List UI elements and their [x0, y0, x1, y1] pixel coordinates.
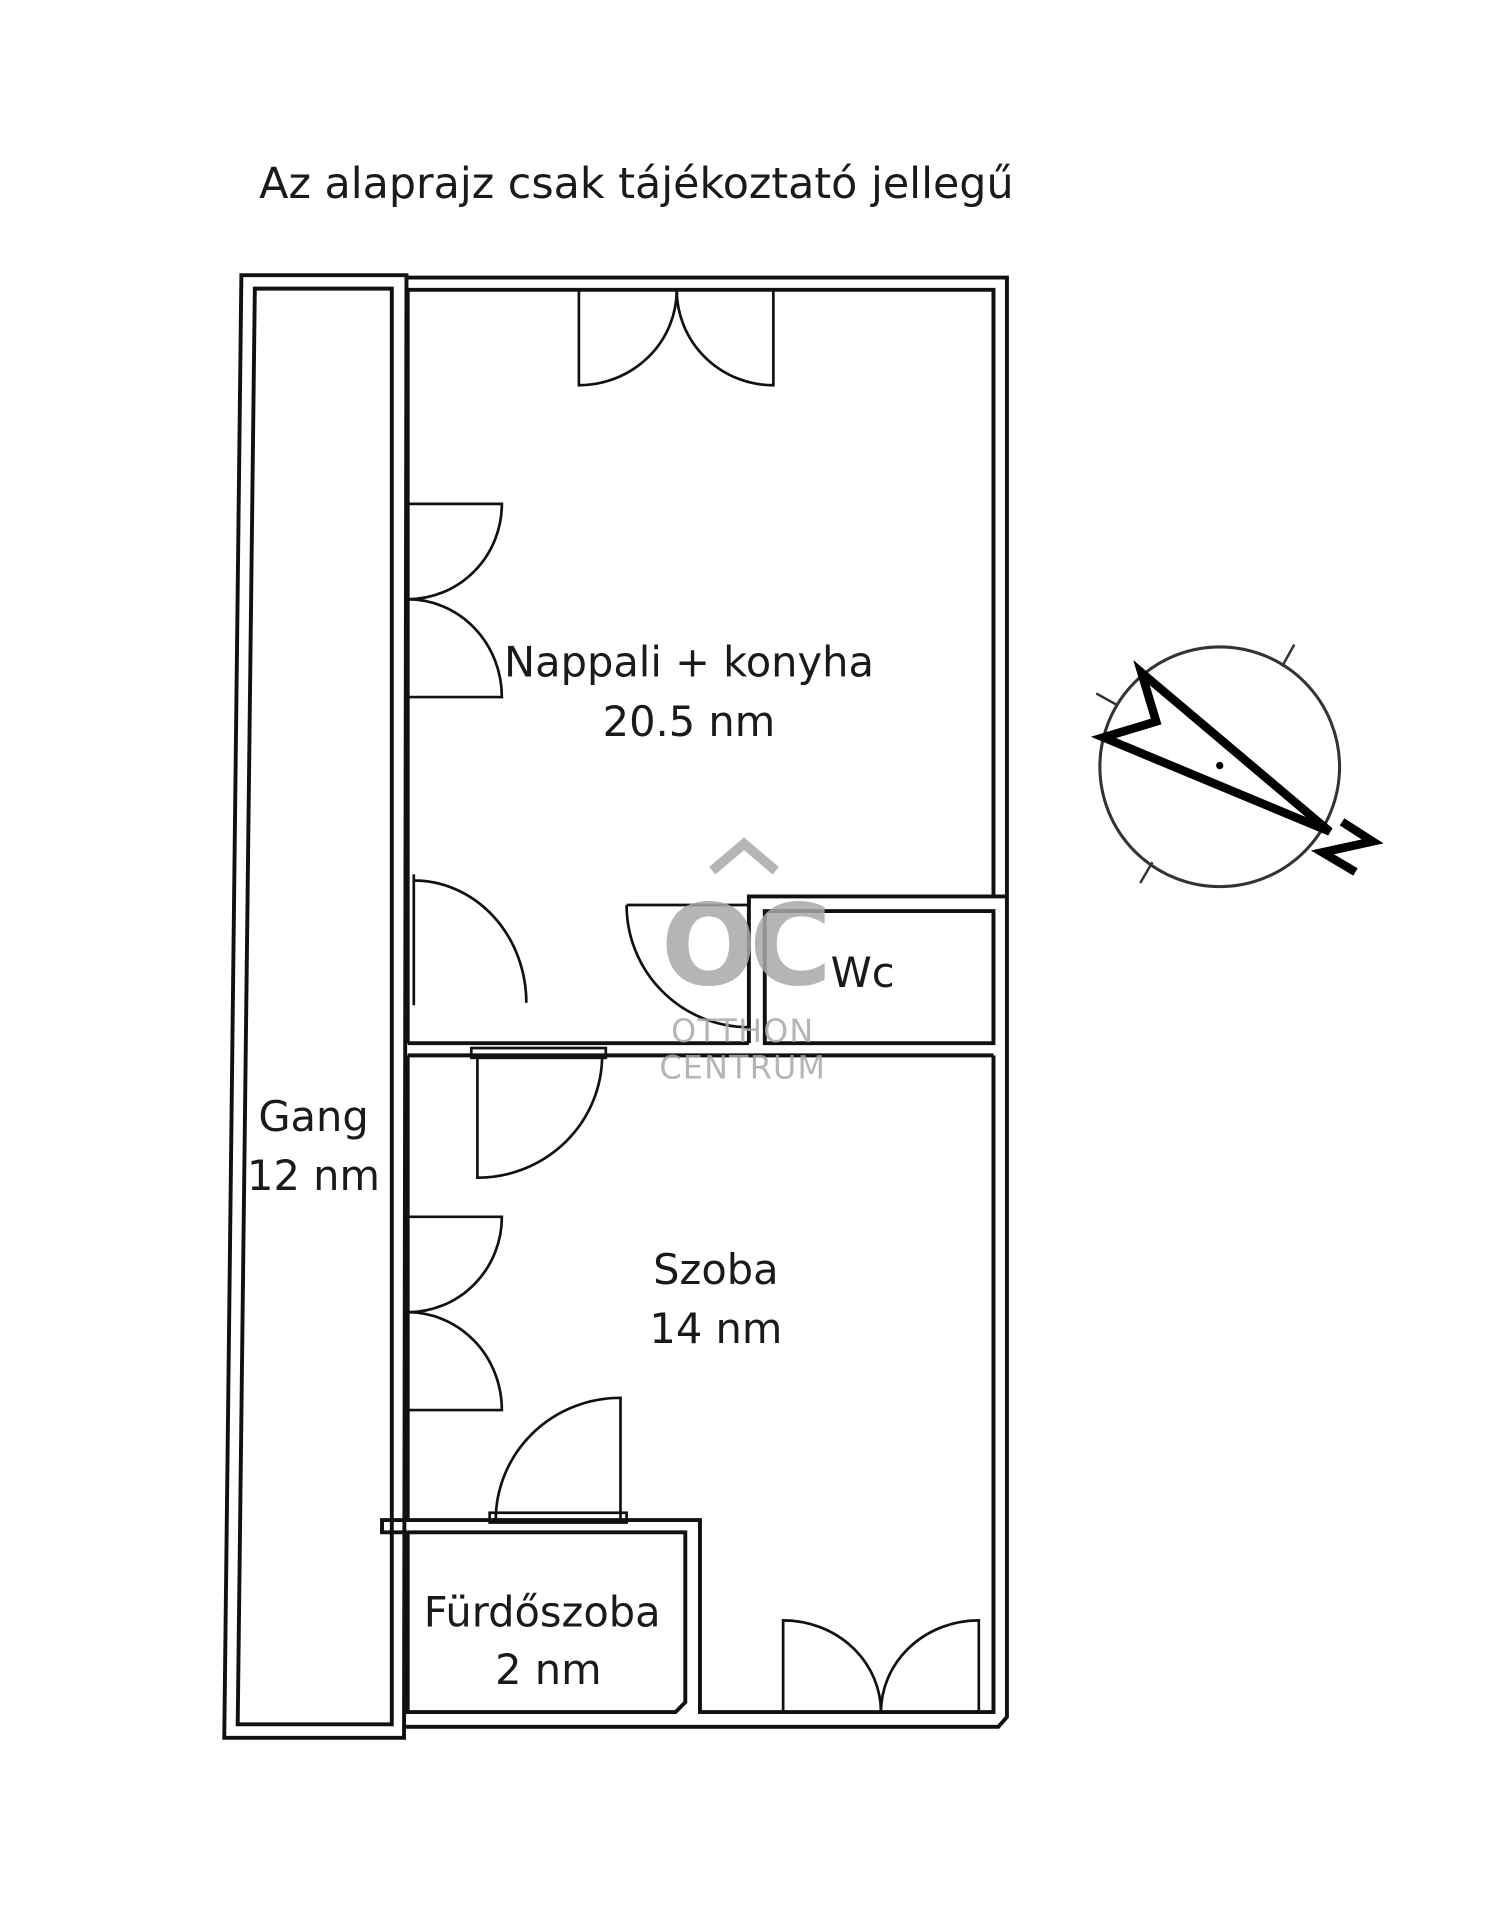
room-wc-name: Wc [831, 948, 895, 997]
north-label-z [1310, 818, 1384, 876]
room-furdo-name: Fürdőszoba [424, 1587, 661, 1636]
gang-walls [222, 273, 409, 1740]
room-gang-name: Gang [258, 1092, 368, 1141]
room-nappali-area: 20.5 nm [603, 697, 776, 746]
main-walls [380, 275, 1009, 1729]
svg-text:OC: OC [661, 880, 825, 1011]
room-nappali-name: Nappali + konyha [504, 637, 874, 686]
svg-text:OTTHON: OTTHON [671, 1013, 814, 1050]
room-furdo-area: 2 nm [495, 1645, 601, 1694]
svg-text:CENTRUM: CENTRUM [659, 1050, 826, 1087]
room-gang-area: 12 nm [247, 1151, 380, 1200]
north-arrow-icon [1090, 643, 1384, 889]
otthon-centrum-logo: OC OTTHON CENTRUM [659, 837, 833, 1087]
room-szoba-name: Szoba [653, 1245, 778, 1294]
room-szoba-area: 14 nm [649, 1304, 782, 1353]
plan-disclaimer-title: Az alaprajz csak tájékoztató jellegű [259, 159, 1013, 209]
doors [407, 289, 981, 1713]
